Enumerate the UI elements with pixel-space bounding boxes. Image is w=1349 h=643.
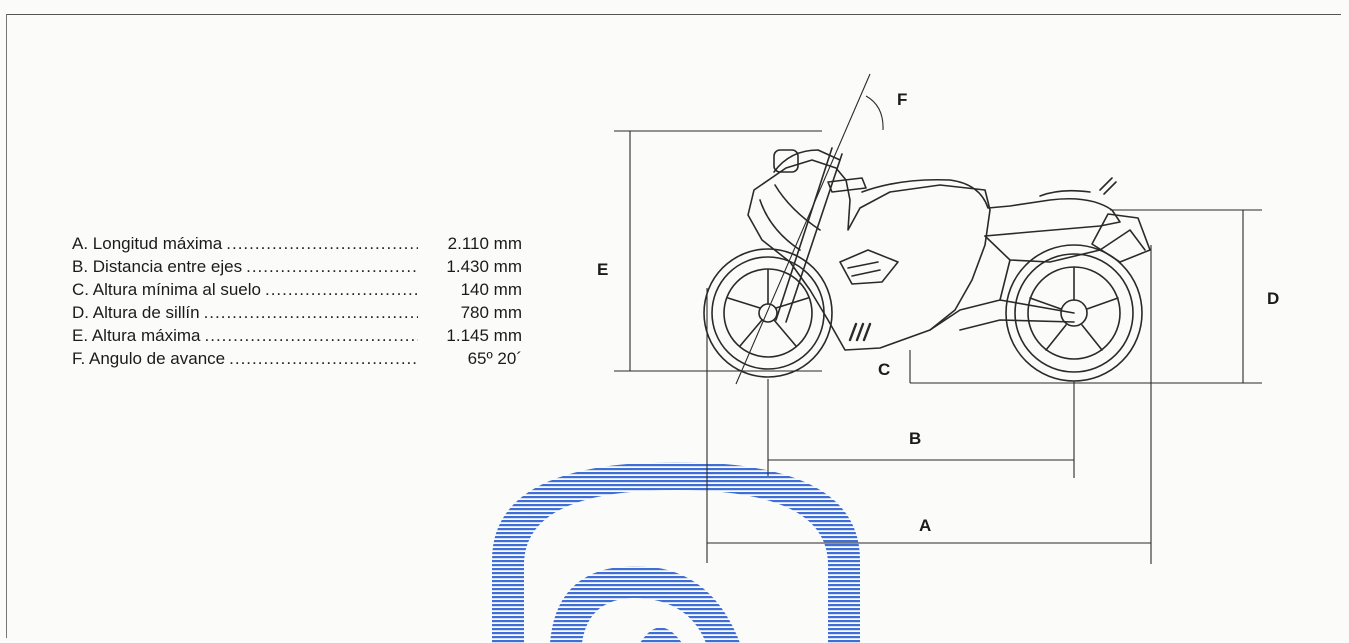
spec-row-longitud-maxima: A. Longitud máxima 2.110 mm	[72, 232, 522, 255]
spec-row-altura-minima-suelo: C. Altura mínima al suelo 140 mm	[72, 278, 522, 301]
exhaust	[1091, 213, 1151, 263]
windscreen	[773, 149, 841, 173]
swingarm	[929, 299, 1075, 331]
tank-and-seat	[861, 178, 1121, 237]
spec-value: 1.145 mm	[446, 326, 522, 345]
dimension-label-d: D	[1267, 289, 1280, 308]
spec-value: 65º 20´	[467, 349, 522, 368]
front-fairing	[747, 159, 991, 351]
dimension-label-a: A	[919, 516, 932, 535]
spec-value: 1.430 mm	[446, 257, 522, 276]
front-wheel	[703, 248, 833, 378]
side-vent	[839, 249, 899, 285]
dimension-label-f: F	[897, 90, 908, 109]
page-frame	[6, 14, 1341, 638]
spec-label: F. Angulo de avance	[72, 349, 226, 368]
handlebar	[827, 177, 867, 193]
spec-label: B. Distancia entre ejes	[72, 257, 243, 276]
spec-label: E. Altura máxima	[72, 326, 201, 345]
spec-row-distancia-entre-ejes: B. Distancia entre ejes 1.430 mm	[72, 255, 522, 278]
watermark-logo	[492, 462, 860, 643]
spec-row-angulo-avance: F. Angulo de avance 65º 20´	[72, 347, 522, 370]
dimension-label-e: E	[597, 260, 609, 279]
mirror	[773, 149, 799, 173]
spec-label: D. Altura de sillín	[72, 303, 200, 322]
spec-label: C. Altura mínima al suelo	[72, 280, 261, 299]
dimension-label-b: B	[909, 429, 922, 448]
motorcycle-illustration	[703, 147, 1151, 382]
specifications-list: A. Longitud máxima 2.110 mm B. Distancia…	[72, 232, 522, 370]
dimension-label-c: C	[878, 360, 891, 379]
spec-value: 140 mm	[460, 280, 522, 299]
spec-value: 2.110 mm	[447, 234, 522, 253]
dimension-lines	[614, 73, 1262, 564]
spec-value: 780 mm	[460, 303, 522, 322]
spec-label: A. Longitud máxima	[72, 234, 223, 253]
spec-row-altura-maxima: E. Altura máxima 1.145 mm	[72, 324, 522, 347]
spec-row-altura-sillin: D. Altura de sillín 780 mm	[72, 301, 522, 324]
